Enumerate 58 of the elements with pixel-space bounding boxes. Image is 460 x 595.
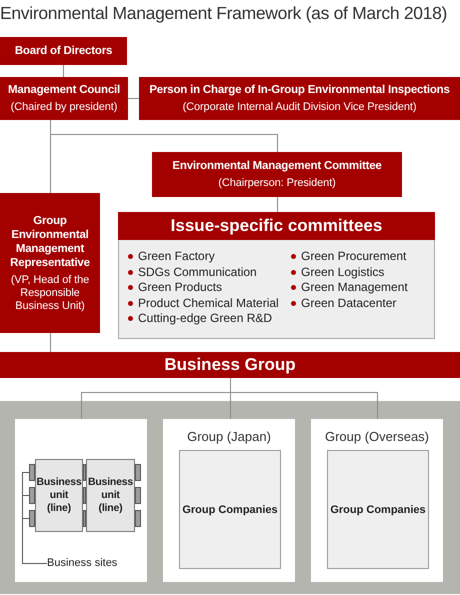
box-title: Board of Directors — [14, 44, 112, 58]
connector-line — [230, 378, 378, 420]
org-unit-box — [152, 152, 402, 197]
committee-item: Cutting-edge Green R&D — [138, 311, 272, 326]
site-tab — [83, 464, 86, 481]
connector-line — [128, 98, 140, 99]
site-tab — [29, 487, 35, 504]
org-unit-box — [0, 193, 100, 333]
committee-item: Green Management — [301, 280, 408, 296]
committee-panel — [118, 212, 435, 339]
committee-item: SDGs Communication — [138, 264, 257, 280]
callout-label: Business sites — [47, 556, 119, 571]
org-unit-box — [139, 77, 460, 120]
leader-line — [22, 518, 48, 564]
site-tab — [83, 487, 86, 504]
box-subtitle: (VP, Head of the Responsible Business Unit) — [10, 274, 90, 312]
diagram-title: Environmental Management Framework (as of March 2018) — [0, 3, 448, 24]
committee-item: Product Chemical Material — [138, 296, 279, 311]
org-unit-box — [0, 77, 128, 120]
connector-line — [50, 332, 51, 352]
site-tab — [29, 464, 35, 481]
box-subtitle: (Chairperson: President) — [218, 177, 336, 190]
connector-line — [63, 64, 64, 78]
org-unit-box — [0, 37, 127, 65]
committee-item: Green Datacenter — [301, 296, 396, 311]
unit-label: Business unit (line) — [88, 476, 134, 515]
group-card — [163, 419, 295, 582]
connector-line — [277, 196, 278, 212]
box-subtitle: (Chaired by president) — [10, 101, 118, 114]
panel-header: Issue-specific committees — [118, 212, 435, 240]
connector-line — [50, 120, 51, 194]
business-unit-box — [35, 459, 83, 532]
site-tab — [29, 510, 35, 527]
business-group-bar — [0, 352, 460, 378]
site-tab — [135, 464, 141, 481]
committee-item: Green Procurement — [301, 249, 406, 264]
company-label: Group Companies — [330, 502, 426, 516]
committee-item: Green Logistics — [301, 264, 384, 280]
box-subtitle: (Corporate Internal Audit Division Vice President) — [182, 101, 416, 114]
card-title: Group (Japan) — [187, 429, 271, 445]
site-tab — [135, 487, 141, 504]
box-title: Management Council — [8, 83, 120, 97]
committee-item: Green Factory — [138, 249, 215, 264]
box-title: Person in Charge of In-Group Environmental Inspections — [149, 83, 450, 97]
unit-label: Business unit (line) — [36, 476, 82, 515]
committee-item: Green Products — [138, 280, 222, 296]
band-title: Business Group — [164, 355, 296, 375]
site-tab — [135, 510, 141, 527]
group-card — [15, 419, 147, 582]
company-box — [327, 450, 429, 569]
group-card — [311, 419, 443, 582]
business-unit-box — [86, 459, 135, 532]
box-title: Environmental Management Committee — [172, 159, 382, 173]
company-label: Group Companies — [182, 502, 278, 516]
card-title: Group (Overseas) — [324, 429, 430, 445]
box-title: Group Environmental Management Representative — [9, 214, 91, 270]
company-box — [179, 450, 281, 569]
site-tab — [83, 510, 86, 527]
